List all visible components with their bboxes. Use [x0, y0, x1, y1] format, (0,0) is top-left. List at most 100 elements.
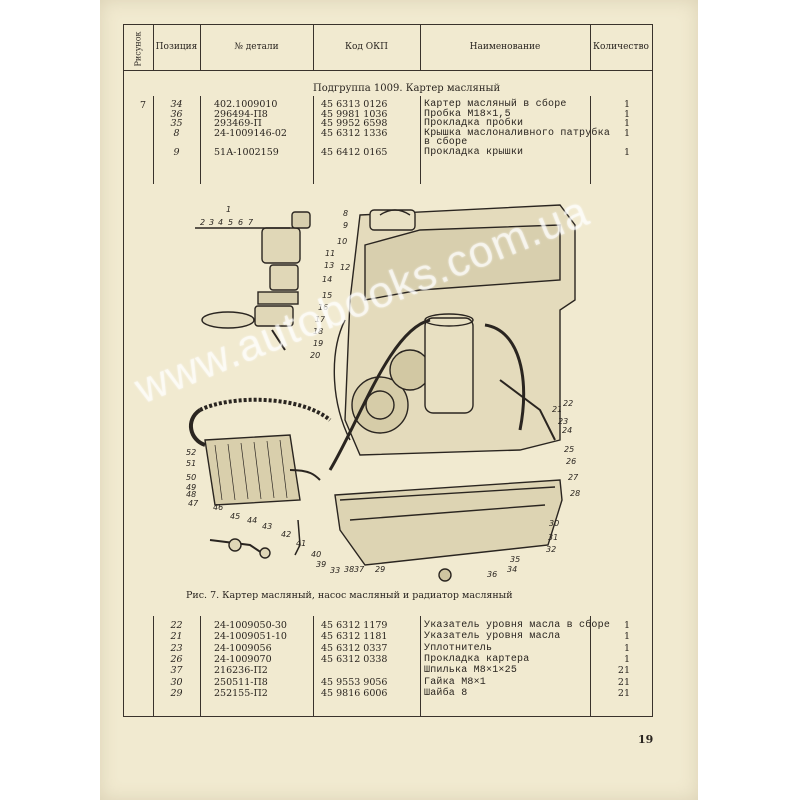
callout-23: 23 [558, 417, 568, 426]
figure-number: 7 [140, 100, 147, 111]
cell-okp: 45 6312 1336 [321, 127, 388, 139]
callout-9: 9 [343, 221, 348, 230]
cell-pos: 22 [170, 620, 183, 631]
col-sep-3 [313, 24, 314, 70]
callout-24: 24 [562, 426, 572, 435]
callout-22: 22 [563, 399, 573, 408]
callout-16: 16 [318, 303, 328, 312]
cell-qty: 1 [623, 147, 630, 158]
table-border-bottom [123, 716, 653, 717]
cell-okp: 45 9553 9056 [321, 676, 388, 688]
header-bottom-line [123, 70, 653, 71]
figure-caption: Рис. 7. Картер масляный, насос масляный … [186, 590, 513, 601]
cell-part: 216236-П2 [214, 665, 268, 677]
callout-38: 38 [344, 565, 354, 574]
cell-name: Прокладка крышки [424, 147, 524, 158]
cell-pos: 9 [173, 147, 180, 158]
cell-pos: 34 [170, 99, 183, 110]
table-border-top [123, 24, 653, 25]
cell-pos: 36 [170, 108, 183, 120]
top-col-sep-3 [313, 96, 314, 184]
callout-21: 21 [552, 405, 562, 414]
cell-okp: 45 9952 6598 [321, 118, 388, 130]
header-position: Позиция [155, 42, 198, 52]
bot-col-sep-1 [153, 616, 154, 716]
table-border-right [652, 24, 653, 716]
callout-7: 7 [248, 218, 254, 227]
cell-qty: 1 [623, 99, 630, 110]
cell-name: Указатель уровня масла [424, 631, 561, 643]
cell-part: 252155-П2 [214, 687, 268, 699]
cell-name: Шайба 8 [424, 687, 468, 699]
top-col-sep-2 [200, 96, 201, 184]
cell-qty: 21 [617, 676, 630, 688]
cell-name: Указатель уровня масла в сборе [424, 620, 611, 631]
cell-pos: 26 [170, 653, 183, 665]
cell-part: 293469-П [214, 118, 262, 130]
callout-30: 30 [549, 519, 559, 528]
cell-okp: 45 6312 0337 [321, 642, 388, 654]
table-border-left [123, 24, 124, 716]
cell-part: 51А-1002159 [214, 147, 279, 158]
cell-okp: 45 6312 0338 [321, 653, 388, 665]
callout-4: 4 [218, 218, 223, 227]
cell-name: Гайка М8×1 [424, 676, 487, 688]
callout-6: 6 [238, 218, 243, 227]
callout-27: 27 [568, 473, 579, 482]
callout-31: 31 [548, 533, 558, 542]
cell-okp: 45 6313 0126 [321, 99, 388, 110]
cell-name: Шпилька М8×1×25 [424, 665, 518, 677]
cell-pos: 37 [170, 665, 183, 677]
callout-11: 11 [325, 249, 335, 258]
callout-47: 47 [188, 499, 199, 508]
header-okp-code: Код ОКП [345, 42, 388, 52]
callout-48: 48 [186, 490, 196, 499]
callout-44: 44 [247, 516, 257, 525]
cell-pos: 21 [170, 631, 183, 643]
callout-8: 8 [343, 209, 348, 218]
cell-part: 24-1009050-30 [214, 620, 287, 631]
callout-50: 50 [186, 473, 196, 482]
cell-okp: 45 6412 0165 [321, 147, 388, 158]
col-sep-4 [420, 24, 421, 70]
cell-qty: 21 [617, 687, 630, 699]
cell-name: Картер масляный в сборе [424, 99, 567, 110]
callout-15: 15 [322, 291, 332, 300]
header-quantity: Количество [593, 42, 649, 52]
callout-17: 17 [315, 315, 326, 324]
callout-5: 5 [228, 218, 233, 227]
cell-part: 24-1009056 [214, 642, 272, 654]
callout-41: 41 [296, 539, 306, 548]
cell-part: 402.1009010 [214, 99, 278, 110]
bot-col-sep-5 [590, 616, 591, 716]
cell-qty: 1 [623, 653, 630, 665]
bot-col-sep-3 [313, 616, 314, 716]
cell-qty: 1 [623, 631, 630, 643]
callout-12: 12 [340, 263, 350, 272]
callout-25: 25 [564, 445, 574, 454]
bot-col-sep-2 [200, 616, 201, 716]
callout-35: 35 [510, 555, 520, 564]
callout-1: 1 [226, 205, 231, 214]
callout-49: 49 [186, 483, 196, 492]
cell-pos: 30 [170, 676, 183, 688]
page-number: 19 [638, 733, 654, 746]
top-col-sep-1 [153, 96, 154, 184]
callout-29: 29 [375, 565, 385, 574]
callout-43: 43 [262, 522, 272, 531]
callout-20: 20 [310, 351, 320, 360]
cell-qty: 1 [623, 620, 630, 631]
cell-okp: 45 9816 6006 [321, 687, 388, 699]
callout-46: 46 [213, 503, 223, 512]
callout-28: 28 [570, 489, 580, 498]
cell-name: в сборе [424, 137, 468, 149]
cell-qty: 1 [623, 127, 630, 139]
cell-qty: 21 [617, 665, 630, 677]
cell-qty: 1 [623, 118, 630, 130]
callout-14: 14 [322, 275, 332, 284]
cell-okp: 45 6312 1181 [321, 631, 388, 643]
header-name: Наименование [469, 42, 541, 52]
top-col-sep-4 [420, 96, 421, 184]
cell-part: 24-1009146-02 [214, 127, 287, 139]
